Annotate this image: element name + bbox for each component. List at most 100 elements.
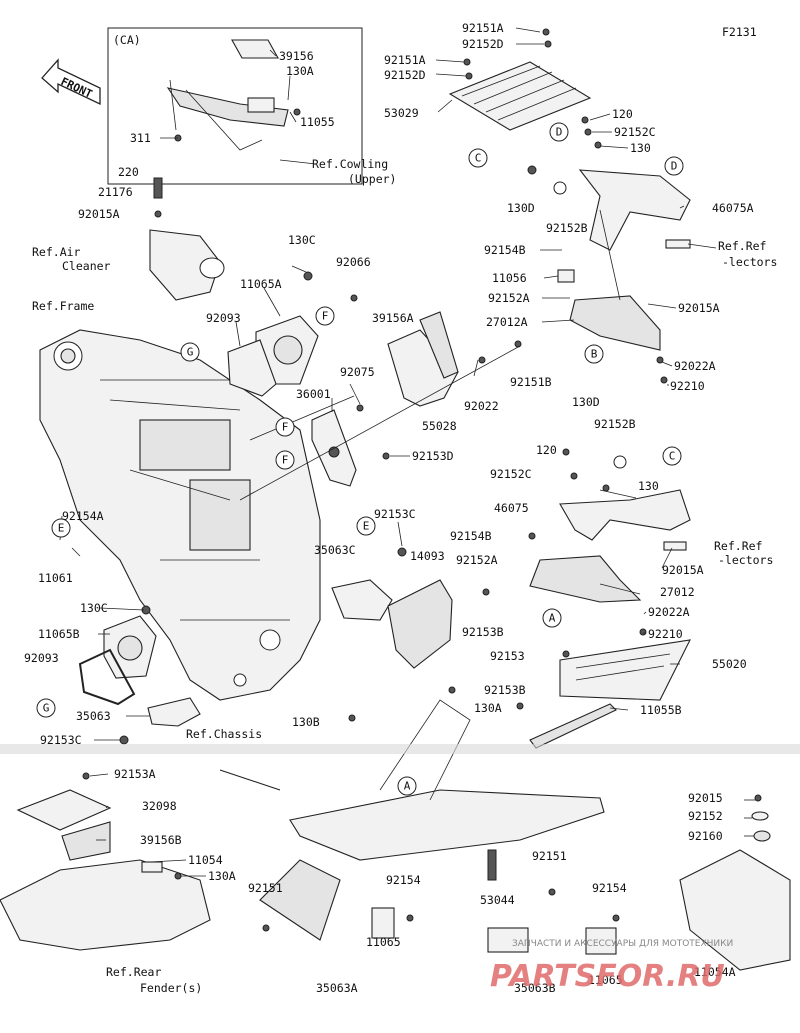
part-label: 92154 bbox=[386, 873, 421, 887]
part-label: 21176 bbox=[98, 185, 133, 199]
part-label: 11055B bbox=[640, 703, 682, 717]
callout-f: F bbox=[282, 454, 289, 467]
ref-label: -lectors bbox=[718, 553, 773, 567]
part-label: 39156A bbox=[372, 311, 414, 325]
ref-label: Ref.Cowling bbox=[312, 157, 388, 171]
part-label: 92154 bbox=[592, 881, 627, 895]
callout-a: A bbox=[549, 612, 556, 625]
callout-e: E bbox=[58, 522, 65, 535]
part-label: 92152B bbox=[594, 417, 636, 431]
part-label: 92152A bbox=[456, 553, 498, 567]
part-label: 92015 bbox=[688, 791, 723, 805]
part-label: 92152C bbox=[490, 467, 532, 481]
callout-c: C bbox=[669, 450, 676, 463]
callouts: C D D B G F F F E E C A G A bbox=[36, 122, 684, 796]
ref-label: Fender(s) bbox=[140, 981, 202, 995]
cover-11065a bbox=[227, 271, 319, 397]
cover-11065b bbox=[78, 605, 157, 706]
rear-fender-ref bbox=[0, 772, 211, 951]
ca-inset: (CA) bbox=[107, 27, 363, 185]
part-label: 92152D bbox=[384, 68, 426, 82]
part-label: 92153C bbox=[374, 507, 416, 521]
part-label: 39156 bbox=[279, 49, 314, 63]
part-label: 130A bbox=[208, 869, 236, 883]
ref-label: Cleaner bbox=[62, 259, 111, 273]
part-label: 92093 bbox=[24, 651, 59, 665]
callout-d: D bbox=[671, 160, 678, 173]
part-label: 27012 bbox=[660, 585, 695, 599]
part-label: 11055 bbox=[300, 115, 335, 129]
part-label: 130C bbox=[288, 233, 316, 247]
watermark: ЗАПЧАСТИ И АКСЕССУАРЫ ДЛЯ МОТОТЕХНИКИ PA… bbox=[490, 939, 733, 994]
part-label: 92153A bbox=[114, 767, 156, 781]
part-label: 11054 bbox=[188, 853, 223, 867]
part-label: 92153B bbox=[484, 683, 526, 697]
part-label: 92160 bbox=[688, 829, 723, 843]
part-label: 92066 bbox=[336, 255, 371, 269]
part-label: 11065 bbox=[366, 935, 401, 949]
part-label: 130A bbox=[286, 64, 314, 78]
part-label: 92152C bbox=[614, 125, 656, 139]
part-label: 92015A bbox=[678, 301, 720, 315]
part-label: 11061 bbox=[38, 571, 73, 585]
part-label: 92022 bbox=[464, 399, 499, 413]
part-label: 92151 bbox=[248, 881, 283, 895]
ref-label: Ref.Chassis bbox=[186, 727, 262, 741]
scan-band bbox=[0, 744, 800, 754]
part-label: 92151 bbox=[532, 849, 567, 863]
part-label: 92151A bbox=[384, 53, 426, 67]
ref-label: Ref.Frame bbox=[32, 299, 94, 313]
part-label: 92210 bbox=[648, 627, 683, 641]
part-label: 92153 bbox=[490, 649, 525, 663]
callout-f: F bbox=[322, 310, 329, 323]
callout-e: E bbox=[363, 520, 370, 533]
part-label: 53029 bbox=[384, 106, 419, 120]
bracket-35063 bbox=[119, 697, 201, 745]
ref-label: -lectors bbox=[722, 255, 777, 269]
part-label: 92151B bbox=[510, 375, 552, 389]
part-label: 27012A bbox=[486, 315, 528, 329]
part-label: 220 bbox=[118, 165, 139, 179]
part-label: 311 bbox=[130, 131, 151, 145]
watermark-brand: PARTSFOR.RU bbox=[490, 959, 725, 994]
part-label: 14093 bbox=[410, 549, 445, 563]
figure-code: F2131 bbox=[722, 25, 757, 39]
part-label: 120 bbox=[536, 443, 557, 457]
part-label: 32098 bbox=[142, 799, 177, 813]
part-label: 55020 bbox=[712, 657, 747, 671]
grab-rail-46075 bbox=[528, 448, 691, 636]
ref-labels: Ref.Cowling (Upper) Ref.Air Cleaner Ref.… bbox=[32, 157, 777, 995]
callout-c: C bbox=[475, 152, 482, 165]
part-label: 92022A bbox=[648, 605, 690, 619]
part-label: 92152B bbox=[546, 221, 588, 235]
part-label: 92151A bbox=[462, 21, 504, 35]
callout-g: G bbox=[187, 346, 194, 359]
part-label: 92022A bbox=[674, 359, 716, 373]
part-label: 92152D bbox=[462, 37, 504, 51]
main-frame bbox=[39, 329, 321, 701]
part-label: 46075 bbox=[494, 501, 529, 515]
part-label: 35063B bbox=[514, 981, 556, 995]
part-label: 130A bbox=[474, 701, 502, 715]
bracket-55028 bbox=[350, 294, 522, 412]
part-label: 53044 bbox=[480, 893, 515, 907]
part-label: 130D bbox=[507, 201, 535, 215]
part-label: 92015A bbox=[662, 563, 704, 577]
part-label: 92093 bbox=[206, 311, 241, 325]
part-label: 35063 bbox=[76, 709, 111, 723]
callout-f: F bbox=[282, 421, 289, 434]
bracket-35063c bbox=[331, 547, 490, 694]
front-arrow-icon: FRONT bbox=[41, 58, 101, 106]
part-label: 11054A bbox=[694, 965, 736, 979]
part-label: 92152A bbox=[488, 291, 530, 305]
part-label: 11065 bbox=[588, 973, 623, 987]
part-label: 92154B bbox=[450, 529, 492, 543]
part-label: 92153B bbox=[462, 625, 504, 639]
sub-frame bbox=[219, 699, 620, 955]
callout-g: G bbox=[43, 702, 50, 715]
part-label: 130C bbox=[80, 601, 108, 615]
callout-d: D bbox=[556, 126, 563, 139]
ref-label: Ref.Ref bbox=[714, 539, 762, 553]
bracket-36001 bbox=[311, 409, 390, 487]
